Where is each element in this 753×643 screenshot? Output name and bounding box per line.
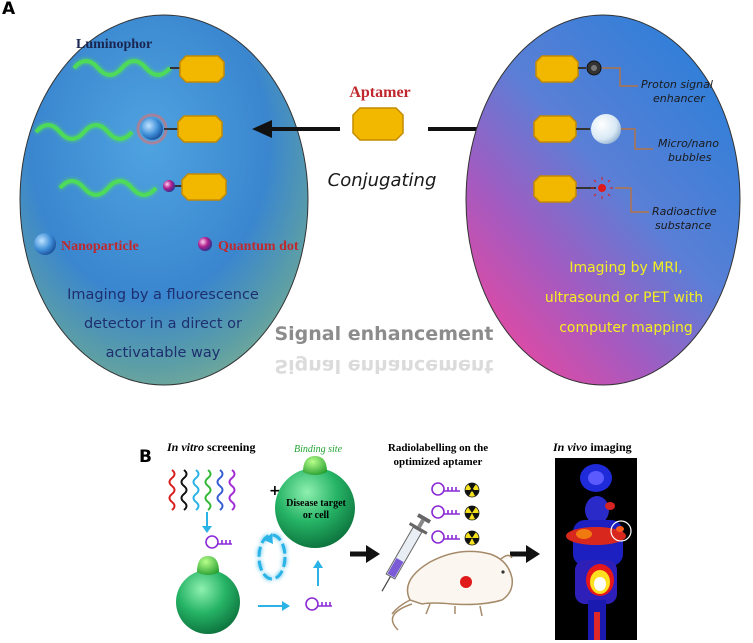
left-ellipse xyxy=(19,14,309,386)
right-caption: Imaging by MRI, ultrasound or PET with c… xyxy=(545,260,703,336)
left-construct-1 xyxy=(72,55,225,83)
bubbles-label-line-2: bubbles xyxy=(668,151,712,164)
radiation-symbol-icon xyxy=(464,505,480,521)
right-construct-3: Radioactive substance xyxy=(533,175,717,232)
aptamer-shape xyxy=(179,55,225,83)
mouse-illustration xyxy=(391,550,514,631)
svg-text:Signal enhancement: Signal enhancement xyxy=(274,355,493,377)
left-caption: Imaging by a fluorescence detector in a … xyxy=(67,287,259,361)
plus-sign: + xyxy=(269,483,281,499)
right-caption-line-2: ultrasound or PET with xyxy=(545,290,703,306)
arrow-to-radiolabel xyxy=(350,545,380,563)
bubble-icon xyxy=(591,114,621,144)
legend-quantum-dot: Quantum dot xyxy=(218,239,299,254)
left-caption-line-2: detector in a direct or xyxy=(84,316,242,332)
panel-a-label: A xyxy=(2,0,16,19)
tumor-marker xyxy=(460,576,472,588)
right-construct-2: Micro/nano bubbles xyxy=(533,114,719,164)
radioactive-label-line-2: substance xyxy=(655,219,711,232)
proton-label-line-1: Proton signal xyxy=(641,78,713,91)
left-construct-2 xyxy=(34,113,223,145)
aptamer-shape xyxy=(533,175,577,203)
radioactive-icon xyxy=(591,177,613,199)
luminophor-wave xyxy=(58,179,158,197)
disease-target-line-1: Disease target xyxy=(286,498,346,509)
in-vitro-rest: screening xyxy=(204,440,255,454)
right-ellipse xyxy=(465,14,741,386)
bubbles-label-line-1: Micro/nano xyxy=(658,137,719,150)
proton-label-line-2: enhancer xyxy=(653,92,706,105)
aptamer-shape xyxy=(181,173,227,201)
left-legend: Nanoparticle Quantum dot xyxy=(34,233,299,255)
syringe-icon xyxy=(381,513,432,592)
nanoparticle-icon xyxy=(141,118,163,140)
pet-scan-image xyxy=(555,458,637,640)
radiolabeled-aptamers xyxy=(431,482,480,546)
radiation-symbol-icon xyxy=(464,482,480,498)
in-vitro-italic: In vitro xyxy=(166,440,204,454)
quantum-dot-icon xyxy=(198,237,212,251)
aptamer-center-shape xyxy=(352,107,404,141)
luminophor-wave xyxy=(72,59,172,77)
tumor-highlight-circle xyxy=(610,520,632,542)
arrow-left xyxy=(252,120,340,138)
right-construct-1: Proton signal enhancer xyxy=(535,55,713,105)
aptamer-shape xyxy=(533,115,577,143)
radiolabelling-line-1: Radiolabelling on the xyxy=(388,442,488,454)
in-vivo-italic: In vivo xyxy=(552,440,587,454)
right-caption-line-3: computer mapping xyxy=(559,320,693,336)
free-aptamer-icon xyxy=(305,597,332,611)
legend-nanoparticle: Nanoparticle xyxy=(61,239,139,254)
target-sphere xyxy=(275,468,355,548)
luminophor-wave xyxy=(34,123,134,141)
left-caption-line-1: Imaging by a fluorescence xyxy=(67,287,259,303)
aptamer-shape xyxy=(535,55,579,83)
aptamer-shape xyxy=(177,115,223,143)
radioactive-label-line-1: Radioactive xyxy=(652,205,717,218)
signal-enhancement-label: Signal enhancement xyxy=(274,323,493,345)
disease-target-line-2: or cell xyxy=(303,510,329,521)
amplification-cycle-icon xyxy=(257,533,287,581)
left-construct-3 xyxy=(58,173,227,201)
selection-cycle xyxy=(176,512,332,634)
target-sphere-top xyxy=(275,456,355,548)
panel-b-label: B xyxy=(139,447,152,467)
signal-enhancement-reflection: Signal enhancement xyxy=(274,355,493,377)
in-vivo-rest: imaging xyxy=(587,440,631,454)
aptamer-library xyxy=(168,469,236,511)
arrow-to-imaging xyxy=(510,545,540,563)
bound-aptamer-icon xyxy=(205,535,232,549)
nanoparticle-icon xyxy=(34,233,56,255)
aptamer-label: Aptamer xyxy=(349,84,410,101)
in-vivo-title: In vivo imaging xyxy=(552,440,632,454)
quantum-dot-icon xyxy=(163,180,175,192)
luminophor-label: Luminophor xyxy=(76,37,152,52)
binding-site-label: Binding site xyxy=(294,444,343,455)
conjugating-label: Conjugating xyxy=(328,170,437,191)
radiolabelling-line-2: optimized aptamer xyxy=(394,456,483,468)
in-vitro-title: In vitro screening xyxy=(166,440,255,454)
left-caption-line-3: activatable way xyxy=(106,345,221,361)
right-caption-line-1: Imaging by MRI, xyxy=(569,260,682,276)
radiation-symbol-icon xyxy=(464,530,480,546)
target-sphere-bottom xyxy=(176,570,240,634)
